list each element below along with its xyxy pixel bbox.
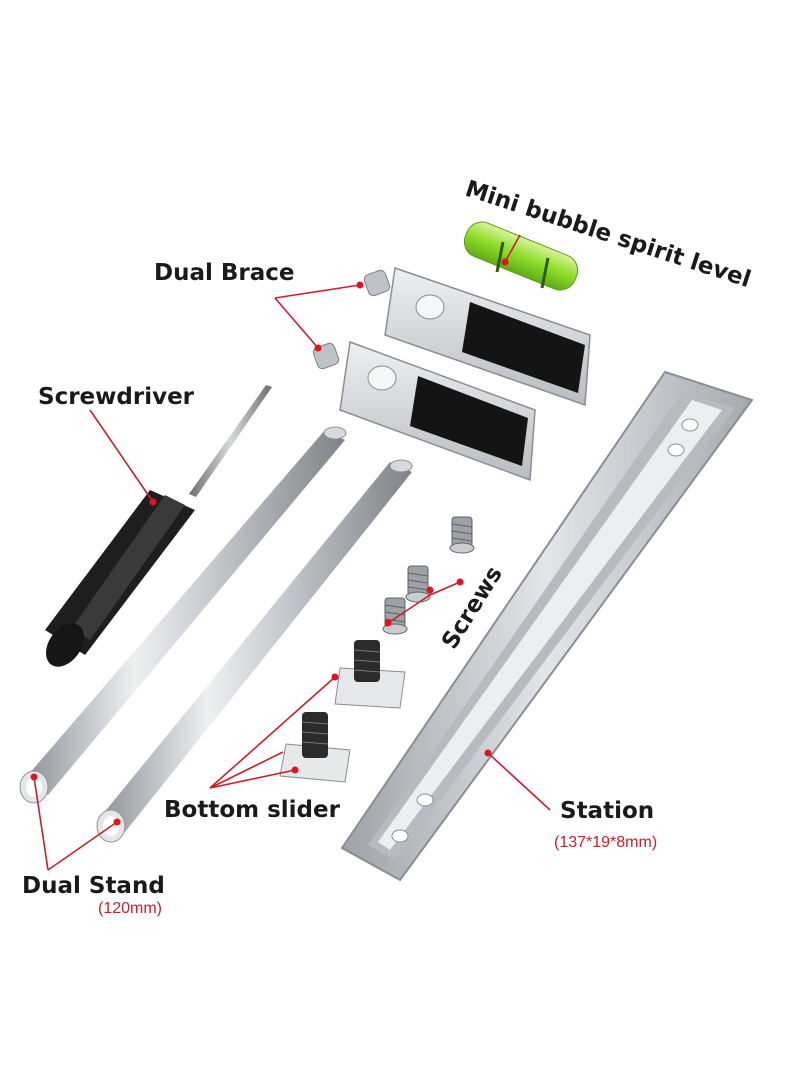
label-screwdriver: Screwdriver	[38, 384, 195, 410]
callout-lines	[33, 234, 551, 871]
station-rail	[340, 370, 754, 882]
bottom-sliders	[279, 640, 406, 783]
label-dual-brace: Dual Brace	[154, 260, 295, 286]
label-bottom-slider: Bottom slider	[164, 797, 340, 823]
label-stand-size: (120mm)	[98, 900, 163, 917]
label-dual-stand: Dual Stand	[22, 873, 165, 899]
bubble-level	[463, 221, 579, 291]
bottom-slider-1	[334, 640, 406, 709]
screw-3	[382, 597, 408, 635]
dual-brace	[312, 266, 591, 482]
screwdriver	[45, 385, 272, 667]
bottom-slider-2	[279, 712, 351, 783]
label-station: Station	[560, 798, 655, 824]
label-station-size: (137*19*8mm)	[554, 834, 658, 851]
callout-dots	[30, 258, 509, 826]
brace-block-top	[363, 266, 591, 407]
screw-1	[449, 516, 475, 554]
